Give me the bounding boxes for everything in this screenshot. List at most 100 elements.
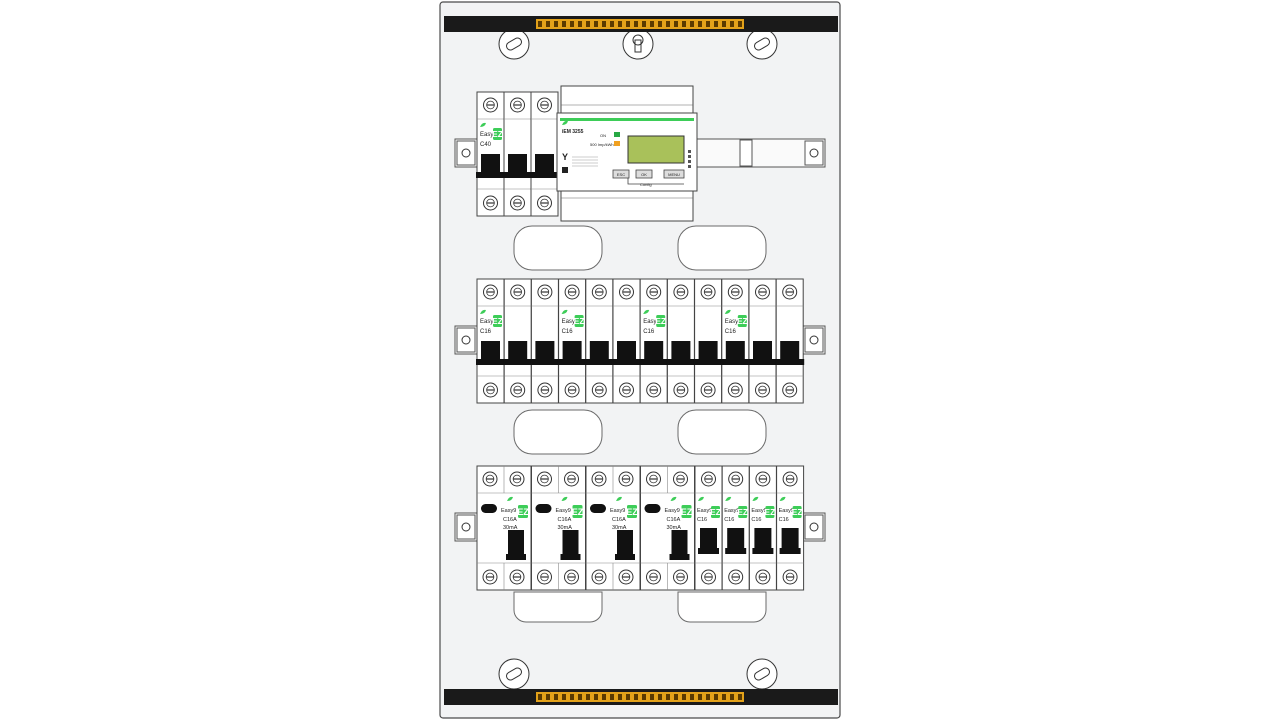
schneider-leaf-icon <box>480 122 486 127</box>
svg-text:EZ: EZ <box>655 316 666 326</box>
bus-terminal-strip <box>536 692 744 702</box>
terminal-screw-icon <box>782 569 798 585</box>
meter-button-label: OK <box>641 172 647 177</box>
terminal-screw-icon <box>782 382 798 398</box>
terminal-screw-icon <box>673 471 688 487</box>
terminal-screw-icon <box>537 569 552 585</box>
terminal-screw-icon <box>728 569 744 585</box>
breaker-rating-label: C16 <box>725 329 737 335</box>
toggle-handle <box>508 154 527 176</box>
bus-terminal <box>554 694 558 700</box>
ez-icon: EZ <box>655 315 666 327</box>
toggle-handle <box>671 341 691 363</box>
svg-text:EZ: EZ <box>626 507 638 517</box>
toggle-handle <box>562 530 579 558</box>
toggle-base <box>506 554 526 560</box>
test-button <box>535 504 552 513</box>
rcbo-series-label: Easy9 <box>610 508 625 514</box>
ez-icon: EZ <box>574 315 585 327</box>
bus-terminal <box>706 694 710 700</box>
breaker-rating-label: C40 <box>480 142 492 148</box>
breaker-series-label: Easy9 <box>725 319 742 325</box>
breaker-series-label: Easy9 <box>779 508 794 514</box>
breaker-series-label: Easy9 <box>480 319 497 325</box>
ez-icon: EZ <box>572 505 584 518</box>
bus-terminal <box>642 694 646 700</box>
breaker-rating-label: C16 <box>724 517 734 523</box>
bus-terminal <box>602 694 606 700</box>
rcbo-rating-label: C16A <box>558 517 572 523</box>
bus-terminal <box>690 694 694 700</box>
svg-text:EZ: EZ <box>737 316 748 326</box>
bus-terminal <box>698 694 702 700</box>
toggle-base <box>612 359 641 365</box>
bus-terminal <box>634 694 638 700</box>
toggle-handle <box>617 341 636 363</box>
rail-end-hole <box>461 335 471 345</box>
breaker-rating-label: C16 <box>480 329 492 335</box>
terminal-screw-icon <box>510 284 526 300</box>
toggle-base <box>476 359 505 365</box>
bus-terminal <box>586 21 590 27</box>
svg-text:EZ: EZ <box>574 316 585 326</box>
schneider-leaf-icon <box>562 120 568 125</box>
toggle-base <box>560 554 581 560</box>
breaker-series-label: Easy9 <box>643 319 660 325</box>
toggle-handle <box>753 341 772 363</box>
bus-terminal <box>738 21 742 27</box>
svg-text:EZ: EZ <box>681 507 693 517</box>
schneider-leaf-icon <box>779 496 786 501</box>
meter-green-strip <box>560 118 694 121</box>
rail-end-hole <box>809 522 819 532</box>
test-button <box>590 504 606 513</box>
meter-button-ok <box>635 169 653 179</box>
rcbo-rating-label: C16A <box>503 517 517 523</box>
svg-text:EZ: EZ <box>737 507 748 517</box>
svg-text:EZ: EZ <box>792 507 803 517</box>
toggle-base <box>775 359 805 365</box>
terminal-screw-icon <box>482 569 498 585</box>
bus-terminal <box>650 694 654 700</box>
terminal-screw-icon <box>483 97 498 113</box>
toggle-base <box>615 554 635 560</box>
toggle-base <box>693 359 723 365</box>
meter-led-energy <box>614 141 620 146</box>
bus-terminal <box>610 694 614 700</box>
meter-model-label: iEM 3255 <box>562 129 584 135</box>
toggle-base <box>720 359 750 365</box>
terminal-screw-icon <box>509 569 525 585</box>
circuit-breaker-pole <box>693 278 723 404</box>
bus-terminal-strip <box>536 19 744 29</box>
ez-icon: EZ <box>492 315 503 327</box>
toggle-base <box>669 554 690 560</box>
ez-icon: EZ <box>710 506 721 518</box>
schneider-leaf-icon <box>698 496 704 501</box>
toggle-base <box>779 548 801 554</box>
toggle-handle <box>698 341 718 363</box>
terminal-screw-icon <box>646 471 661 487</box>
terminal-screw-icon <box>564 471 579 487</box>
bus-terminal <box>642 21 646 27</box>
rcbo-sensitivity-label: 30mA <box>612 525 627 531</box>
test-button <box>644 504 661 513</box>
toggle-handle <box>780 341 800 363</box>
svg-text:EZ: EZ <box>572 507 584 517</box>
terminal-screw-icon <box>483 195 498 211</box>
terminal-screw-icon <box>619 382 634 398</box>
toggle-base <box>530 172 559 178</box>
breaker-rating-label: C16 <box>697 517 707 523</box>
bus-terminal <box>618 694 622 700</box>
terminal-screw-icon <box>510 195 525 211</box>
schneider-leaf-icon <box>561 496 568 501</box>
toggle-handle <box>700 528 717 552</box>
ez-icon: EZ <box>681 505 693 518</box>
bus-terminal <box>714 694 718 700</box>
terminal-screw-icon <box>564 284 580 300</box>
rail-end-hole <box>461 522 471 532</box>
bus-terminal <box>666 694 670 700</box>
toggle-base <box>639 359 669 365</box>
